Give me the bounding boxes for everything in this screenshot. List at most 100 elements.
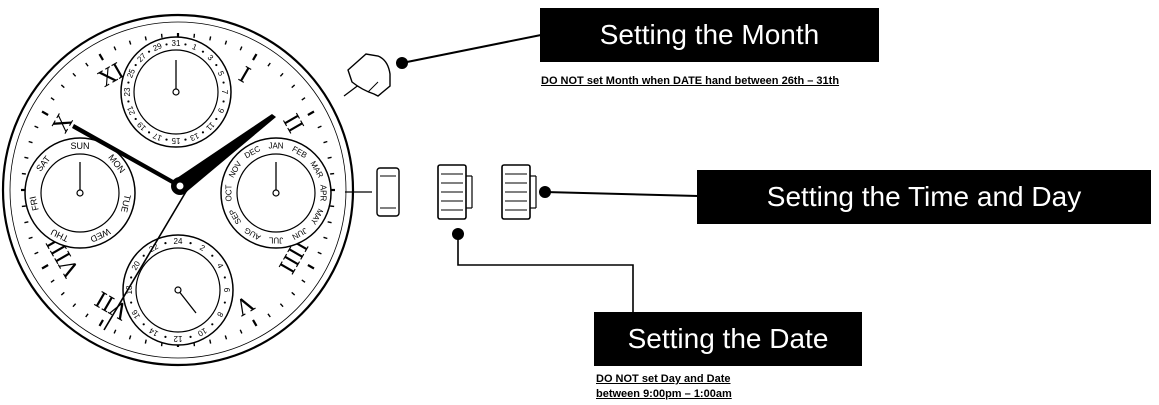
ring-separator-dot: [165, 43, 168, 46]
minute-tick: [307, 110, 315, 116]
hour24-mark: 12: [173, 334, 182, 343]
minute-tick: [144, 339, 147, 344]
day-mark: FRI: [28, 195, 41, 211]
hour24-mark: 4: [215, 262, 225, 271]
date-mark: 5: [216, 70, 226, 78]
minute-tick: [85, 313, 89, 318]
hour24-mark: 6: [222, 288, 231, 293]
date-warning-note-line2: between 9:00pm – 1:00am: [596, 388, 732, 400]
hour24-subdial-pin: [174, 286, 182, 294]
setting-time-day-label: Setting the Time and Day: [697, 170, 1151, 224]
hour24-mark: 2: [198, 243, 207, 253]
minute-tick: [317, 125, 322, 129]
date-mark: 25: [125, 67, 137, 79]
hour24-mark: 8: [215, 310, 225, 319]
day-mark: SUN: [70, 141, 89, 151]
ring-separator-dot: [184, 43, 187, 46]
minute-tick: [98, 53, 104, 61]
date-mark: 17: [151, 131, 163, 143]
minute-tick: [41, 110, 49, 116]
date-mark: 9: [216, 107, 226, 115]
ring-separator-dot: [211, 323, 214, 326]
ring-separator-dot: [130, 276, 133, 279]
ring-separator-dot: [201, 50, 205, 53]
ring-separator-dot: [189, 335, 192, 338]
date-mark: 7: [220, 90, 229, 95]
date-warning-note-line1: DO NOT set Day and Date: [596, 373, 731, 385]
ring-separator-dot: [127, 100, 130, 103]
minute-tick: [72, 303, 77, 308]
ring-separator-dot: [147, 50, 151, 53]
month-mark: OCT: [225, 184, 234, 201]
ring-separator-dot: [211, 254, 214, 257]
date-leader-line: [457, 234, 634, 314]
hour24-mark: 18: [125, 285, 134, 294]
date-subdial-pin: [172, 88, 180, 96]
ring-separator-dot: [127, 81, 130, 84]
minute-tick: [28, 140, 33, 144]
minute-tick: [50, 279, 55, 283]
minute-tick: [252, 319, 258, 327]
ring-separator-dot: [130, 301, 133, 304]
setting-month-label: Setting the Month: [540, 8, 879, 62]
hands-hub-cap: [175, 181, 185, 191]
minute-tick: [85, 62, 89, 67]
minute-tick: [113, 329, 117, 334]
minute-tick: [323, 236, 328, 240]
date-mark: 3: [206, 53, 216, 63]
ring-separator-dot: [223, 276, 226, 279]
minute-tick: [323, 140, 328, 144]
date-mark: 1: [191, 42, 199, 52]
minute-tick: [209, 339, 212, 344]
minute-hand: [174, 114, 276, 194]
date-mark: 31: [172, 39, 181, 48]
ring-separator-dot: [184, 138, 187, 141]
ring-separator-dot: [201, 131, 205, 134]
minute-tick: [307, 264, 315, 270]
minute-tick: [239, 46, 243, 51]
crown-position-0: [376, 167, 400, 217]
date-mark: 13: [188, 131, 200, 143]
watch-dial: XIIIIIIIIIIIIVVIVIIVIIIIXXXI 29311357911…: [1, 13, 355, 367]
month-subdial-pin: [272, 189, 280, 197]
ring-separator-dot: [147, 131, 151, 134]
minute-tick: [239, 329, 243, 334]
setting-date-label: Setting the Date: [594, 312, 862, 366]
minute-tick: [60, 84, 65, 89]
ring-separator-dot: [215, 117, 218, 121]
day-subdial-pin: [76, 189, 84, 197]
minute-tick: [34, 251, 39, 255]
minute-tick: [128, 40, 132, 45]
minute-tick: [317, 251, 322, 255]
minute-tick: [224, 40, 228, 45]
ring-separator-dot: [134, 117, 137, 121]
ring-separator-dot: [222, 100, 225, 103]
minute-tick: [28, 236, 33, 240]
month-mark: JAN: [268, 142, 283, 151]
minute-tick: [60, 291, 65, 296]
hour24-mark: 24: [174, 237, 183, 246]
dial-inner-rim: [9, 21, 347, 359]
month-pusher: [343, 34, 542, 97]
minute-tick: [301, 279, 306, 283]
day-mark: TUE: [119, 194, 133, 214]
minute-tick: [24, 156, 29, 159]
crown-position-2: [501, 164, 537, 220]
minute-tick: [224, 335, 228, 340]
seconds-hand: [103, 167, 201, 331]
date-mark: 15: [171, 136, 180, 145]
month-warning-note: DO NOT set Month when DATE hand between …: [541, 75, 840, 87]
minute-tick: [291, 291, 296, 296]
ring-separator-dot: [222, 81, 225, 84]
ring-separator-dot: [189, 242, 192, 245]
minute-tick: [98, 319, 104, 327]
minute-tick: [72, 72, 77, 77]
minute-tick: [41, 264, 49, 270]
ring-separator-dot: [223, 301, 226, 304]
minute-tick: [113, 46, 117, 51]
minute-tick: [279, 303, 284, 308]
